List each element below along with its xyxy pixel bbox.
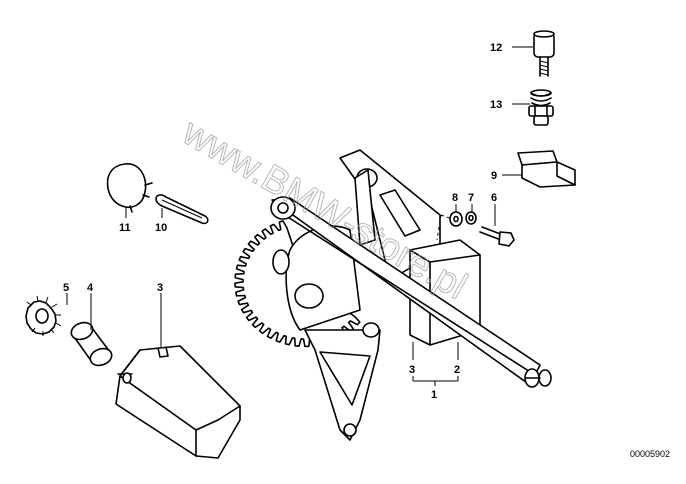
leader-lines (66, 46, 533, 386)
part-11-cover-disc (106, 163, 153, 213)
callout-2: 2 (454, 364, 460, 376)
callout-3: 3 (409, 364, 415, 376)
callout-11: 11 (119, 222, 131, 234)
callout-10: 10 (155, 222, 167, 234)
part-6-bolt (479, 226, 515, 247)
callout-1: 1 (431, 389, 437, 401)
callout-numbers: 12 13 9 8 7 6 11 10 5 4 3 3 2 1 (63, 42, 502, 401)
callout-9: 9 (491, 170, 497, 182)
part-1-window-regulator-assembly (234, 149, 552, 441)
part-4-sleeve (70, 321, 113, 367)
part-3-motor (115, 345, 241, 459)
part-5-pinion-gear (25, 295, 62, 336)
part-13-spring-nut (528, 89, 554, 126)
part-9-bracket (517, 150, 576, 188)
part-7-washer (465, 211, 477, 225)
part-8-washer (449, 211, 463, 227)
callout-12: 12 (490, 42, 502, 54)
callout-3-motor: 3 (157, 282, 163, 294)
part-12-cap-screw (533, 30, 555, 77)
callout-7: 7 (468, 192, 474, 204)
callout-8: 8 (452, 192, 458, 204)
callout-4: 4 (87, 282, 94, 294)
callout-5: 5 (63, 282, 69, 294)
callout-6: 6 (491, 192, 497, 204)
diagram-code: 00005902 (630, 449, 670, 459)
callout-13: 13 (490, 99, 502, 111)
part-10-strip (155, 194, 209, 225)
